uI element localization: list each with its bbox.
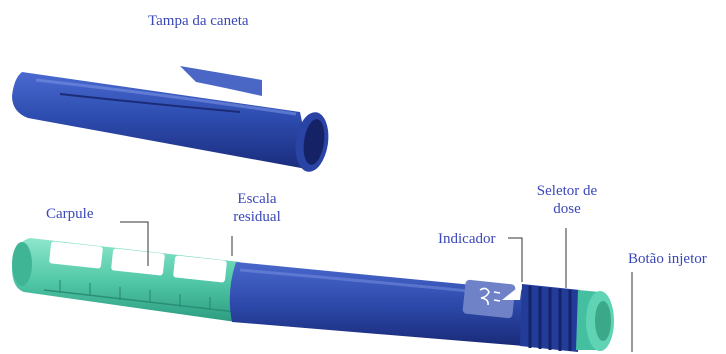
label-injector-button: Botão injetor: [628, 251, 707, 267]
dose-window: [462, 279, 516, 319]
pen-cap: [12, 66, 329, 172]
label-pen-cap: Tampa da caneta: [148, 13, 249, 29]
leader-indicator: [508, 237, 523, 282]
pen-body: [229, 262, 524, 346]
label-indicator: Indicador: [438, 231, 496, 247]
label-residual-scale: Escala residual: [212, 190, 302, 226]
label-dose-selector-line1: Seletor de: [536, 183, 598, 199]
label-cartridge: Carpule: [46, 206, 94, 222]
injector-button-part: [576, 290, 614, 351]
dose-selector-ring: [520, 284, 580, 352]
indicator-pointer: [502, 284, 522, 300]
cartridge-section: [12, 238, 240, 322]
label-dose-selector: Seletor de dose: [522, 182, 612, 218]
label-dose-selector-line2: dose: [553, 201, 581, 217]
leader-cartridge: [120, 221, 149, 266]
label-residual-scale-line2: residual: [233, 209, 281, 225]
label-residual-scale-line1: Escala: [237, 191, 277, 207]
leader-lines: [120, 221, 633, 352]
